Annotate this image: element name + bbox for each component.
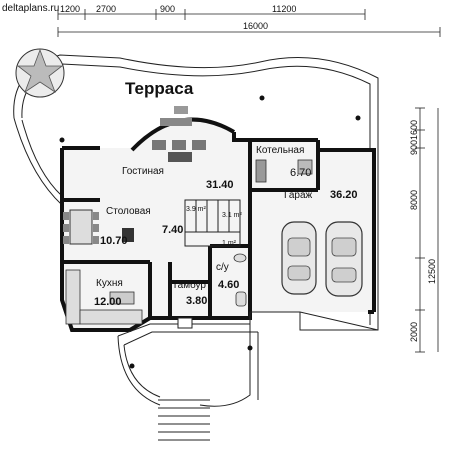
garage-area: 36.20 [330, 189, 358, 201]
stair-area-2: 3.1 m² [222, 212, 243, 219]
vestibule-area: 3.80 [186, 295, 207, 307]
living-room-label: Гостиная [122, 166, 164, 177]
staircase [184, 199, 241, 247]
dim-top-2: 2700 [96, 4, 116, 14]
dim-top-4: 11200 [272, 4, 296, 14]
hall-area: 7.40 [162, 224, 183, 236]
kitchen-counter [65, 269, 143, 325]
dim-right-3: 8000 [409, 190, 419, 210]
bathroom-label: с/у [216, 262, 229, 273]
car-right-icon [325, 221, 363, 297]
plant-icon [15, 48, 65, 98]
dining-table-icon [63, 209, 134, 245]
dim-right-1: 1600 [409, 120, 419, 140]
dining-room-label: Столовая [106, 206, 151, 217]
right-dimension-chain: 1600 900 8000 12500 2000 [409, 107, 439, 353]
living-room-furniture [152, 106, 206, 162]
terrace-label: Терраса [125, 79, 194, 98]
dim-right-4: 12500 [427, 259, 437, 284]
stair-area-3: 1 m² [222, 240, 237, 247]
interior-walls [62, 140, 320, 318]
stair-area-1: 3.9 m² [186, 206, 207, 213]
bathroom-area: 4.60 [218, 279, 239, 291]
vestibule-label: Тамбур [172, 279, 206, 291]
dim-right-2: 900 [409, 140, 419, 155]
boiler-icon [255, 159, 313, 183]
dim-top-3: 900 [160, 4, 175, 14]
entrance-porch [117, 311, 379, 407]
porch-steps [158, 399, 210, 441]
top-dimension-chain: 1200 2700 900 11200 16000 [57, 4, 441, 37]
boiler-room-label: Котельная [256, 145, 304, 156]
kitchen-label: Кухня [96, 278, 123, 289]
boiler-room-area: 6.70 [290, 167, 311, 179]
dim-right-5: 2000 [409, 322, 419, 342]
dining-room-area: 10.70 [100, 235, 128, 247]
car-left-icon [281, 221, 317, 295]
bathroom-fixtures [233, 253, 247, 307]
watermark: deltaplans.ru [2, 3, 59, 14]
dim-top-1: 1200 [60, 4, 80, 14]
kitchen-area: 12.00 [94, 296, 122, 308]
living-room-area: 31.40 [206, 179, 234, 191]
dim-overall-width: 16000 [243, 21, 268, 31]
garage-label: Гараж [284, 190, 313, 201]
garage-ramp [299, 312, 379, 331]
